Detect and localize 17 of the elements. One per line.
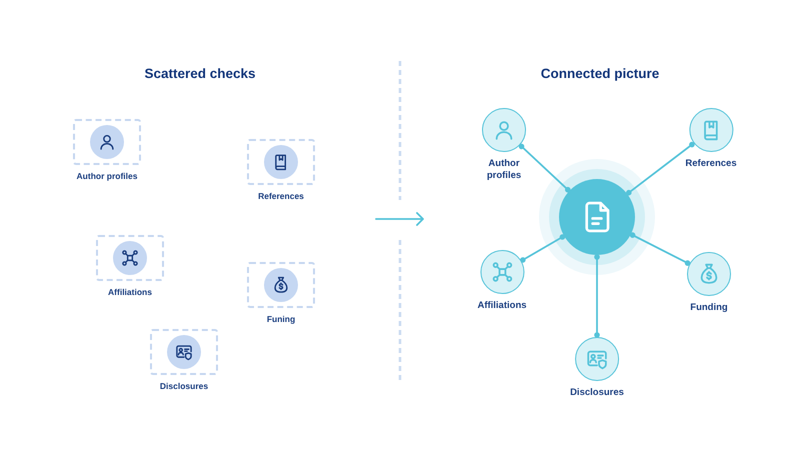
node-label: Affiliations (108, 287, 152, 298)
node-label: Author profiles (76, 171, 138, 182)
node-label: Author profiles (486, 158, 522, 181)
node-label: Funding (690, 302, 728, 314)
connector-line (518, 144, 571, 192)
panel-heading: Connected picture (540, 66, 660, 82)
connector-line (594, 254, 600, 338)
node-label: Funing (266, 314, 296, 325)
node-label: Disclosures (570, 387, 624, 398)
connector-line (630, 232, 690, 266)
panel-heading: Scattered checks (144, 66, 256, 82)
node-label: Affiliations (477, 300, 527, 312)
connector-line (520, 234, 566, 263)
node-label: References (685, 158, 737, 170)
node-label: Disclosures (160, 381, 208, 392)
connector-line (626, 142, 695, 196)
node-label: References (258, 191, 304, 202)
